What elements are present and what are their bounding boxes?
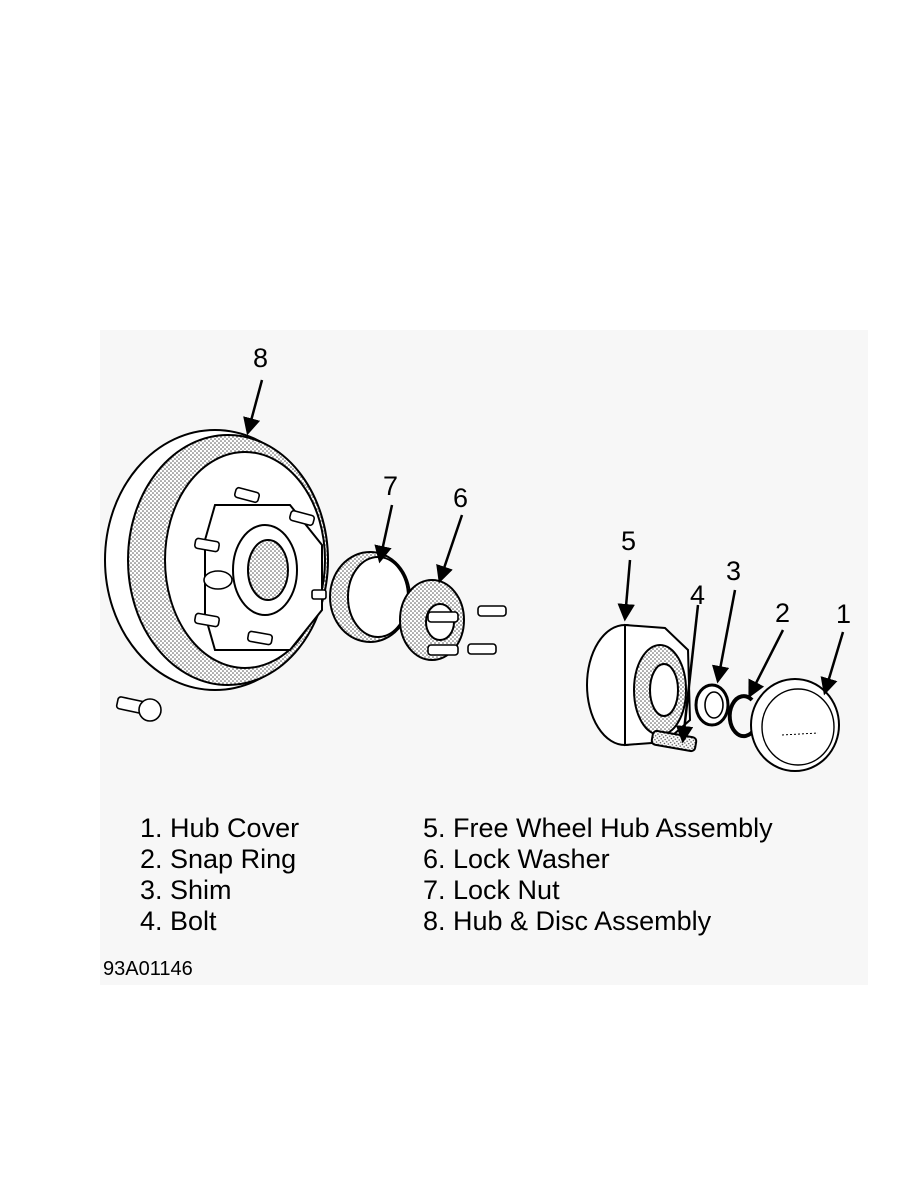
leader-8 [243,379,264,436]
callout-8: 8 [253,343,269,373]
hub-disc-assembly-part [104,429,329,691]
legend-item-shim: 3. Shim [140,875,232,905]
callout-leaders [243,379,845,744]
leader-4 [675,604,700,744]
snap-ring-part [727,694,757,739]
leader-2 [748,629,785,699]
callout-5: 5 [621,526,637,556]
leader-1 [820,631,845,696]
legend-item-lock-washer: 6. Lock Washer [423,844,610,874]
free-wheel-hub-part [586,623,698,753]
legend-item-lock-nut: 7. Lock Nut [423,875,560,905]
leader-5 [617,559,635,622]
callout-6: 6 [453,483,469,513]
legend-item-hub-disc-assembly: 8. Hub & Disc Assembly [423,906,712,936]
loose-bolt-part [115,696,162,722]
figure-id: 93A01146 [103,958,193,980]
callout-3: 3 [726,556,742,586]
leader-7 [374,504,394,564]
callout-4: 4 [690,580,706,610]
legend-item-bolt: 4. Bolt [140,906,217,936]
leader-3 [712,589,737,684]
callout-2: 2 [775,598,791,628]
lock-washer-part [399,579,507,661]
legend-item-snap-ring: 2. Snap Ring [140,844,297,874]
callout-1: 1 [836,599,852,629]
shim-part [694,683,730,727]
callout-7: 7 [383,471,399,501]
legend-item-free-wheel-hub-assembly: 5. Free Wheel Hub Assembly [423,813,773,843]
lock-nut-part [329,551,411,643]
hub-cover-part [750,678,840,772]
leader-6 [436,514,464,584]
legend-item-hub-cover: 1. Hub Cover [140,813,300,843]
